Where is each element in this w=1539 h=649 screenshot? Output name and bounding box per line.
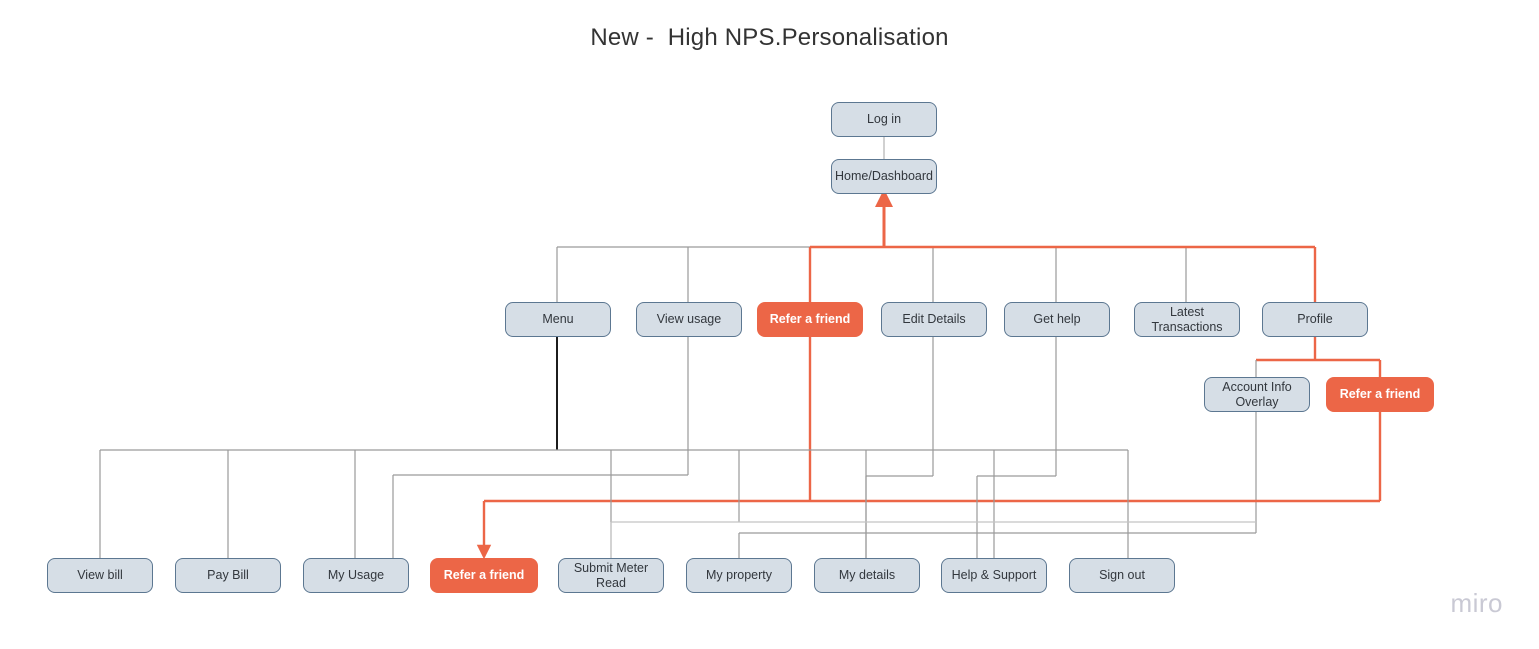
node-submit-meter-read[interactable]: Submit Meter Read xyxy=(558,558,664,593)
edge-bus-top-gray xyxy=(556,246,1187,302)
edge-submit-meter-branch xyxy=(610,521,1256,558)
node-log-in[interactable]: Log in xyxy=(831,102,937,137)
node-view-bill[interactable]: View bill xyxy=(47,558,153,593)
node-my-details[interactable]: My details xyxy=(814,558,920,593)
node-my-property[interactable]: My property xyxy=(686,558,792,593)
edge-view-usage-to-my-usage xyxy=(392,337,689,558)
node-pay-bill[interactable]: Pay Bill xyxy=(175,558,281,593)
node-profile[interactable]: Profile xyxy=(1262,302,1368,337)
node-latest-transactions[interactable]: Latest Transactions xyxy=(1134,302,1240,337)
node-home-dashboard[interactable]: Home/Dashboard xyxy=(831,159,937,194)
edge-get-help-down xyxy=(976,337,1057,558)
edge-profile-to-children xyxy=(1255,337,1382,533)
node-edit-details[interactable]: Edit Details xyxy=(881,302,987,337)
edge-bottom-bus-orange xyxy=(476,499,1380,560)
node-my-usage[interactable]: My Usage xyxy=(303,558,409,593)
node-account-info-overlay[interactable]: Account Info Overlay xyxy=(1204,377,1310,412)
edge-edit-details-down xyxy=(865,337,934,558)
edge-account-info-to-my-details xyxy=(738,532,1256,558)
node-menu[interactable]: Menu xyxy=(505,302,611,337)
edge-bus-top-orange xyxy=(808,245,1317,302)
node-sign-out[interactable]: Sign out xyxy=(1069,558,1175,593)
node-help-and-support[interactable]: Help & Support xyxy=(941,558,1047,593)
node-refer-a-friend-dashboard[interactable]: Refer a friend xyxy=(757,302,863,337)
page-title: New - High NPS.Personalisation xyxy=(590,24,949,51)
miro-watermark: miro xyxy=(1450,588,1503,618)
node-refer-a-friend-profile[interactable]: Refer a friend xyxy=(1326,377,1434,412)
edge-bottom-bus-gray xyxy=(99,449,1129,558)
node-refer-a-friend-menu[interactable]: Refer a friend xyxy=(430,558,538,593)
node-get-help[interactable]: Get help xyxy=(1004,302,1110,337)
node-view-usage[interactable]: View usage xyxy=(636,302,742,337)
